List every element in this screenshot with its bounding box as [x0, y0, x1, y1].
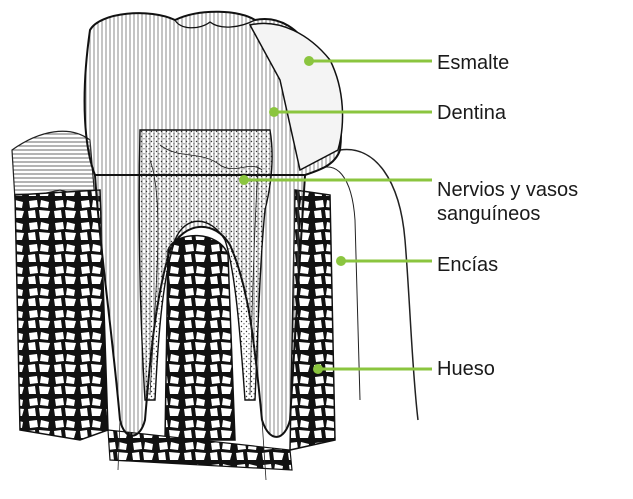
leader-dot-nervios: [239, 175, 249, 185]
leader-dot-encias: [336, 256, 346, 266]
bone-left-shape: [15, 190, 108, 440]
gum-left-shape: [12, 131, 95, 200]
gum-right-shape: [340, 150, 418, 420]
leader-dot-dentina: [269, 107, 279, 117]
label-dentina: Dentina: [437, 101, 506, 125]
label-encias-line-1: Encías: [437, 253, 498, 277]
bone-center-shape: [165, 236, 235, 440]
label-nervios: Nervios y vasos sanguíneos: [437, 178, 578, 226]
label-hueso: Hueso: [437, 357, 495, 381]
label-esmalte: Esmalte: [437, 51, 509, 75]
leader-dot-esmalte: [304, 56, 314, 66]
label-esmalte-line-1: Esmalte: [437, 51, 509, 75]
label-dentina-line-1: Dentina: [437, 101, 506, 125]
label-nervios-line-1: Nervios y vasos: [437, 178, 578, 202]
leader-dot-hueso: [313, 364, 323, 374]
label-nervios-line-2: sanguíneos: [437, 202, 578, 226]
label-encias: Encías: [437, 253, 498, 277]
label-hueso-line-1: Hueso: [437, 357, 495, 381]
